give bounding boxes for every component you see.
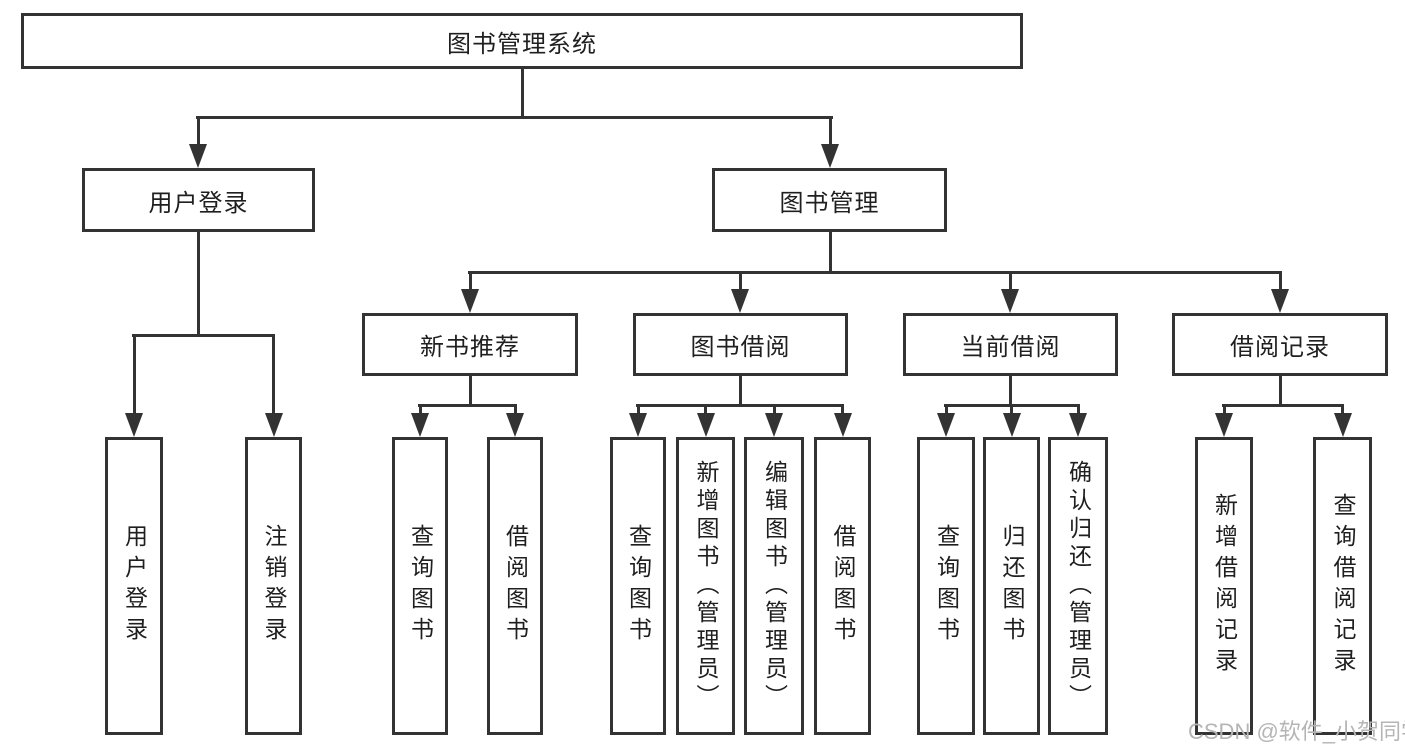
node-new-book-recommend: 新书推荐 <box>362 313 578 376</box>
connector-vline <box>272 334 275 417</box>
node-borrow-record-label: 借阅记录 <box>1230 334 1330 361</box>
connector-hline <box>636 404 844 407</box>
connector-vline <box>1341 404 1344 417</box>
arrow-down-icon <box>1333 413 1352 437</box>
node-user-login-module: 用户登录 <box>82 168 315 232</box>
leaf-query-borrow-record-label: 查询借阅记录 <box>1330 493 1356 679</box>
node-current-borrow-label: 当前借阅 <box>960 334 1061 361</box>
arrow-down-icon <box>833 413 852 437</box>
arrow-down-icon <box>1002 413 1021 437</box>
node-book-management-module: 图书管理 <box>712 168 947 232</box>
arrow-down-icon <box>506 413 524 437</box>
arrow-down-icon <box>189 144 207 168</box>
arrow-down-icon <box>629 413 647 437</box>
leaf-query-borrow-record: 查询借阅记录 <box>1313 437 1372 735</box>
node-borrow-record: 借阅记录 <box>1172 313 1388 376</box>
leaf-return-books-label: 归还图书 <box>999 524 1025 648</box>
connector-vline <box>1278 376 1282 407</box>
connector-hline <box>944 404 1080 407</box>
arrow-down-icon <box>411 413 429 437</box>
node-root-system-label: 图书管理系统 <box>447 30 597 58</box>
leaf-borrow-borrow-books-label: 借阅图书 <box>830 524 856 648</box>
leaf-logout: 注销登录 <box>245 437 302 735</box>
connector-vline <box>1010 404 1013 417</box>
arrow-down-icon <box>765 413 783 437</box>
connector-vline <box>1278 271 1282 293</box>
connector-hline <box>418 404 517 407</box>
leaf-edit-book-admin-label: 编辑图书（管理员） <box>761 460 788 712</box>
arrow-down-icon <box>731 289 749 313</box>
connector-vline <box>513 404 517 417</box>
connector-vline <box>944 404 948 417</box>
connector-vline <box>468 376 472 406</box>
arrow-down-icon <box>821 144 839 168</box>
leaf-logout-label: 注销登录 <box>261 524 287 648</box>
connector-hline <box>1222 404 1344 407</box>
connector-vline <box>772 404 776 417</box>
connector-vline <box>828 116 832 148</box>
connector-hline <box>196 116 833 119</box>
connector-vline <box>828 232 832 273</box>
arrow-down-icon <box>1001 289 1019 313</box>
arrow-down-icon <box>937 413 955 437</box>
node-current-borrow: 当前借阅 <box>903 313 1118 376</box>
node-book-borrow-label: 图书借阅 <box>690 334 791 361</box>
leaf-current-query-books-label: 查询图书 <box>933 524 960 648</box>
connector-vline <box>132 334 136 417</box>
connector-vline <box>418 404 422 417</box>
leaf-add-borrow-record: 新增借阅记录 <box>1195 437 1253 735</box>
leaf-edit-book-admin: 编辑图书（管理员） <box>744 437 804 735</box>
connector-vline <box>738 271 742 293</box>
leaf-confirm-return-admin: 确认归还（管理员） <box>1048 437 1108 735</box>
leaf-add-book-admin-label: 新增图书（管理员） <box>693 460 719 712</box>
node-root-system: 图书管理系统 <box>21 13 1023 69</box>
leaf-newbook-query-books-label: 查询图书 <box>407 524 434 648</box>
leaf-user-login-label: 用户登录 <box>121 524 148 648</box>
arrow-down-icon <box>1271 289 1289 313</box>
connector-vline <box>1008 271 1012 293</box>
leaf-add-borrow-record-label: 新增借阅记录 <box>1211 493 1238 679</box>
node-new-book-recommend-label: 新书推荐 <box>420 334 520 361</box>
leaf-newbook-query-books: 查询图书 <box>392 437 448 735</box>
leaf-borrow-query-books-label: 查询图书 <box>625 524 652 648</box>
connector-vline <box>636 404 640 417</box>
leaf-current-query-books: 查询图书 <box>917 437 975 735</box>
connector-vline <box>1008 376 1012 406</box>
csdn-watermark: CSDN @软件_小贺同学 <box>1188 719 1405 744</box>
connector-hline <box>468 271 1282 274</box>
arrow-down-icon <box>1215 413 1233 437</box>
leaf-confirm-return-admin-label: 确认归还（管理员） <box>1065 460 1092 712</box>
arrow-down-icon <box>264 413 283 437</box>
connector-hline <box>132 334 275 337</box>
arrow-down-icon <box>125 413 143 437</box>
connector-vline <box>738 376 742 406</box>
leaf-user-login: 用户登录 <box>105 437 163 735</box>
node-book-management-module-label: 图书管理 <box>779 189 880 217</box>
leaf-newbook-borrow-books: 借阅图书 <box>487 437 543 735</box>
connector-vline <box>520 69 524 117</box>
connector-vline <box>1222 404 1226 417</box>
connector-vline <box>468 271 472 293</box>
connector-vline <box>196 116 200 148</box>
arrow-down-icon <box>696 413 715 437</box>
connector-vline <box>1076 404 1080 417</box>
leaf-borrow-borrow-books: 借阅图书 <box>814 437 871 735</box>
node-book-borrow: 图书借阅 <box>633 313 848 376</box>
connector-vline <box>841 404 844 417</box>
leaf-newbook-borrow-books-label: 借阅图书 <box>502 524 529 648</box>
arrow-down-icon <box>1069 413 1087 437</box>
connector-vline <box>196 232 200 336</box>
node-user-login-module-label: 用户登录 <box>148 189 249 217</box>
leaf-return-books: 归还图书 <box>983 437 1040 735</box>
leaf-borrow-query-books: 查询图书 <box>610 437 666 735</box>
leaf-add-book-admin: 新增图书（管理员） <box>676 437 735 735</box>
connector-vline <box>704 404 707 417</box>
arrow-down-icon <box>461 289 479 313</box>
